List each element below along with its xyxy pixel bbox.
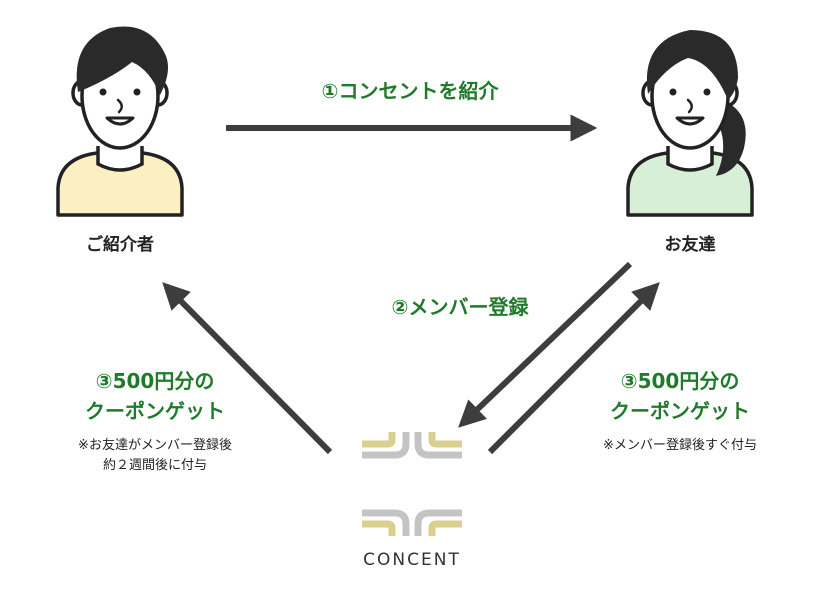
step1-label: ①コンセントを紹介: [321, 79, 499, 103]
referrer-person-icon: [56, 26, 184, 217]
reward-right-line1: ③500円分の: [620, 369, 740, 393]
step2-label: ②メンバー登録: [391, 295, 529, 319]
arrow-coupon-friend: [487, 282, 660, 455]
friend-person-icon: [626, 30, 754, 217]
arrow-coupon-referrer: [162, 282, 333, 455]
reward-right-note1: ※メンバー登録後すぐ付与: [603, 438, 757, 453]
friend-label: お友達: [664, 235, 716, 255]
reward-left-note1: ※お友達がメンバー登録後: [78, 438, 232, 453]
referrer-label: ご紹介者: [86, 235, 154, 255]
reward-left-line1: ③500円分の: [95, 369, 215, 393]
reward-right-line2: クーポンゲット: [610, 399, 750, 423]
brand-name: CONCENT: [363, 550, 461, 570]
concent-logo-icon: [362, 432, 462, 536]
arrow-register: [458, 261, 633, 428]
reward-left-line2: クーポンゲット: [85, 399, 225, 423]
reward-left-note2: 約２週間後に付与: [102, 458, 207, 473]
